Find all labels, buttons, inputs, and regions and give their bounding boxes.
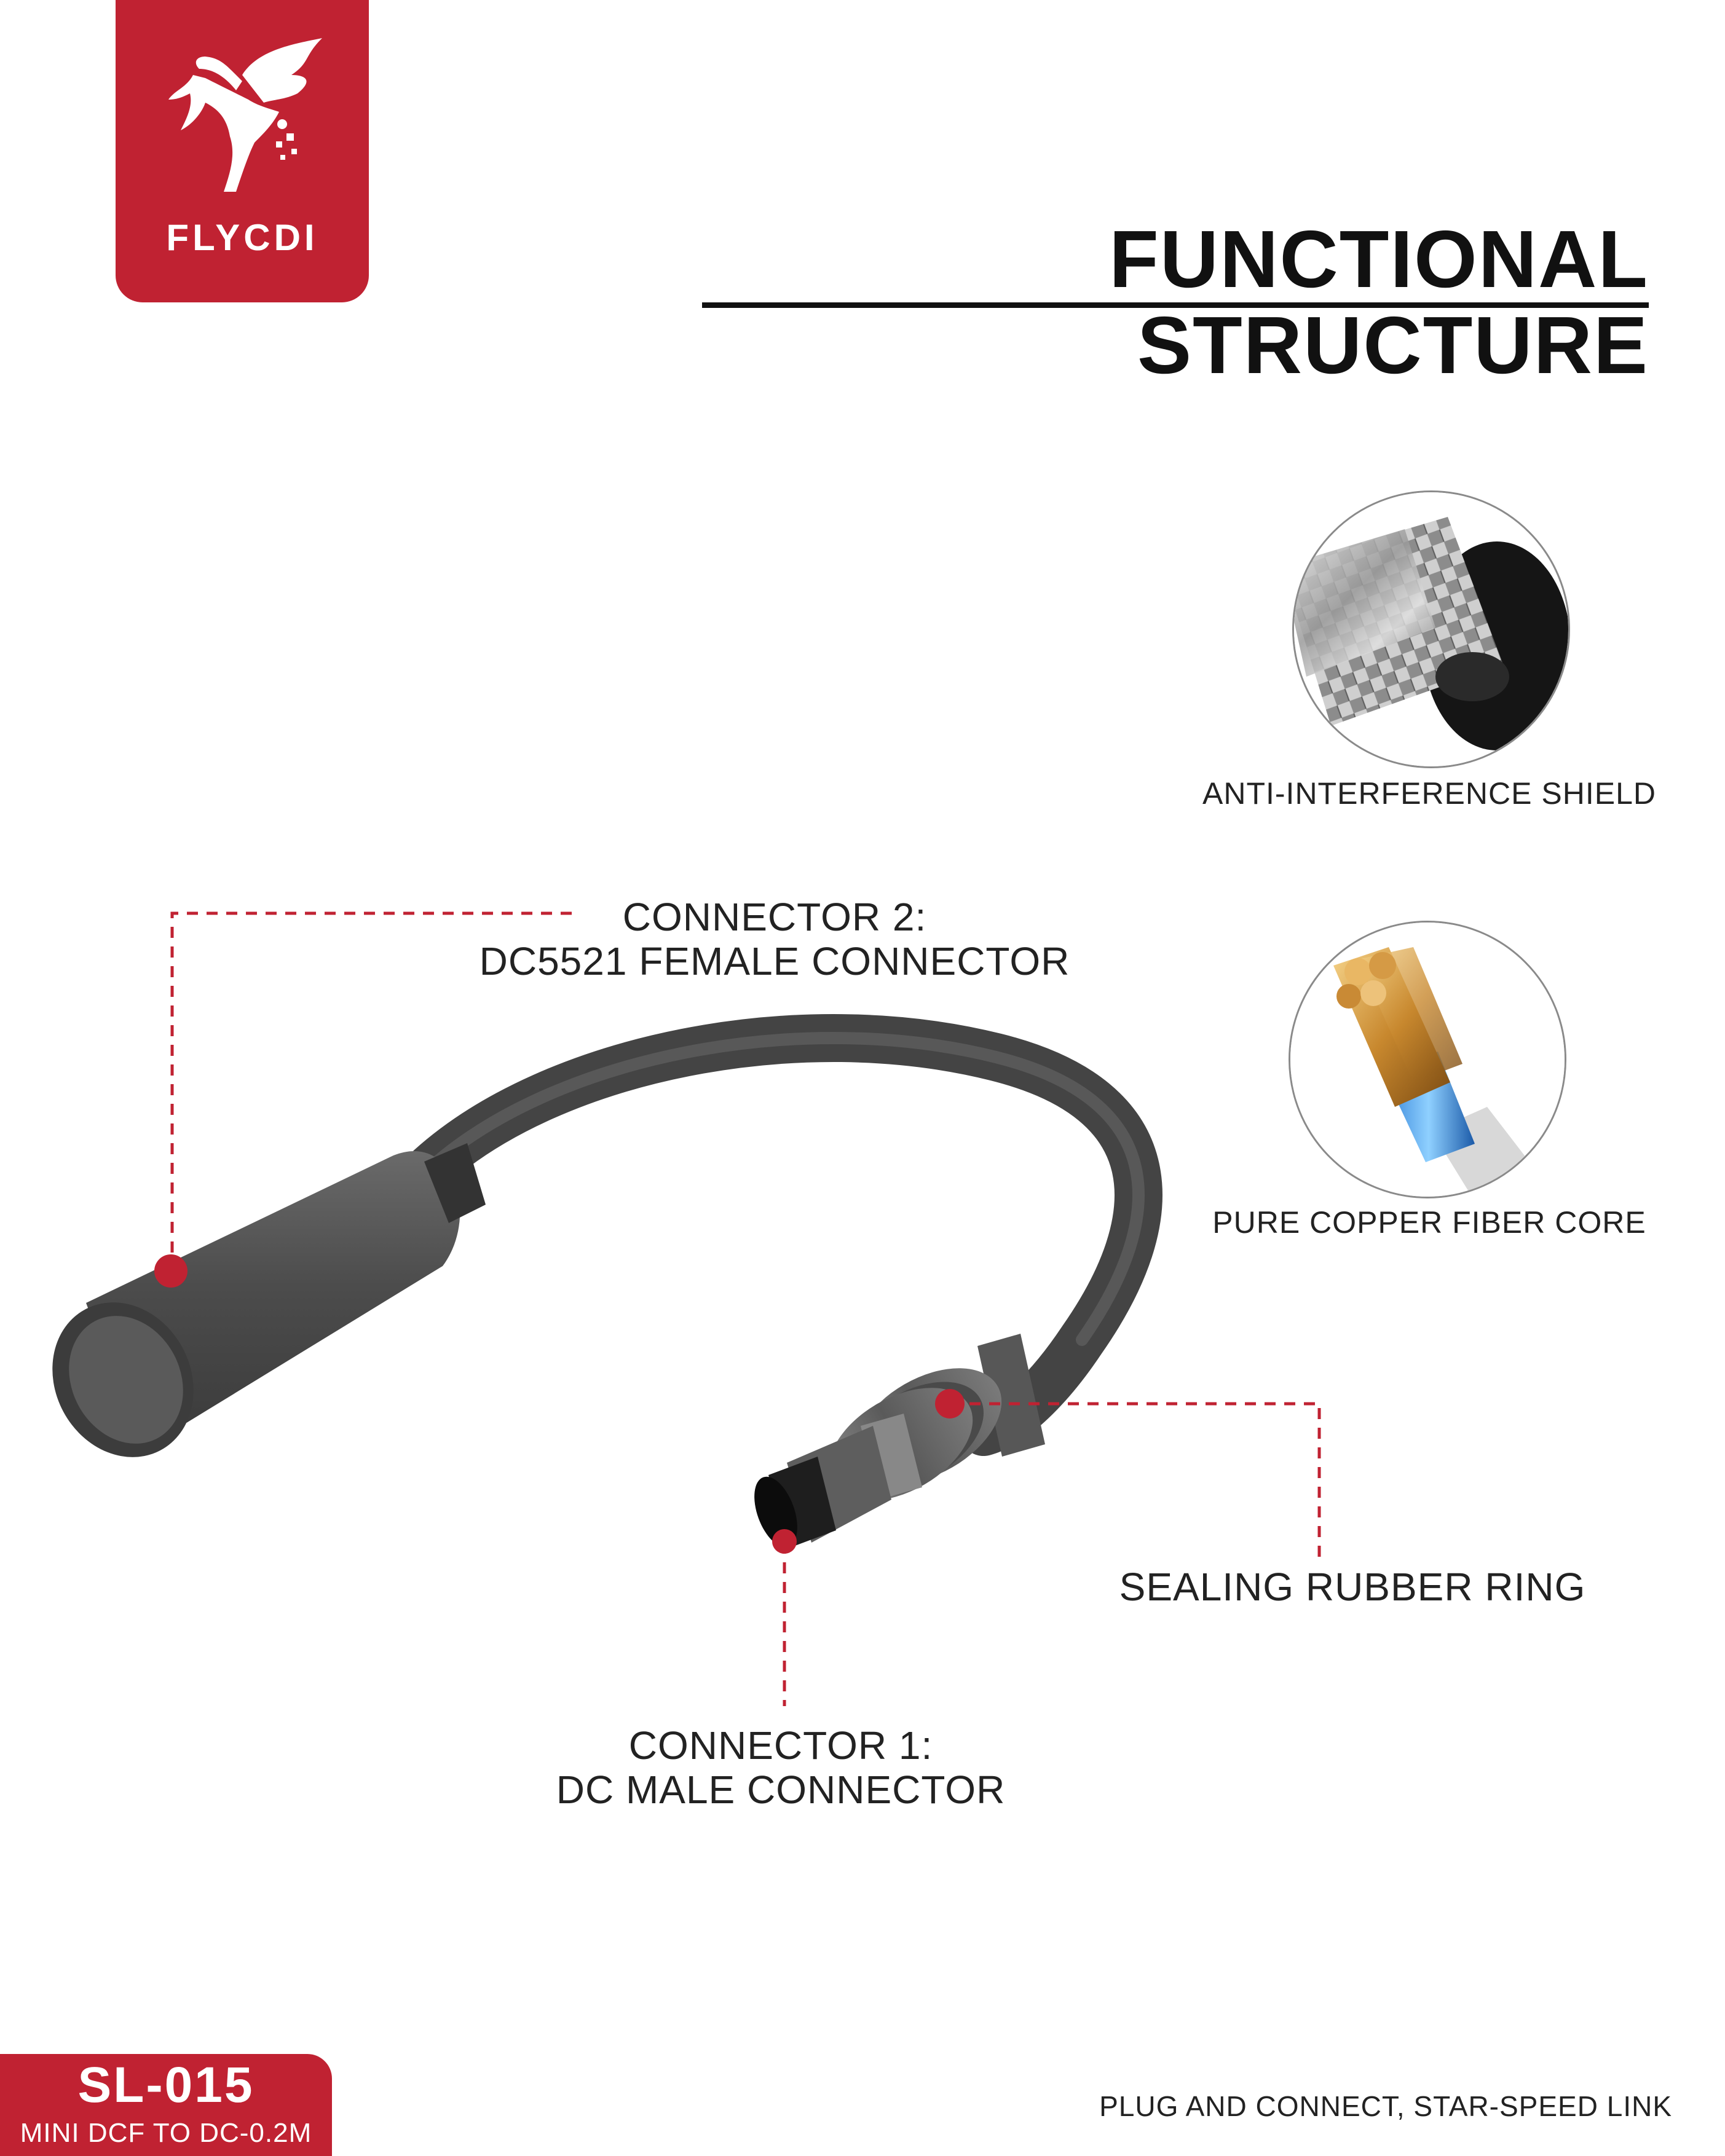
page-title: FUNCTIONAL STRUCTURE (1109, 214, 1649, 390)
brand-logo: FLYCDI (116, 0, 369, 302)
title-underline (702, 302, 1649, 308)
callout-connector1-line2: DC MALE CONNECTOR (556, 1768, 1006, 1812)
callout-lines (170, 911, 1321, 1706)
callout-connector2-line1: CONNECTOR 2: (622, 895, 927, 939)
callout-connector2: CONNECTOR 2: DC5521 FEMALE CONNECTOR (393, 895, 1156, 983)
female-connector (52, 1143, 486, 1457)
shield-feature-image (1292, 490, 1570, 768)
callout-sealing-line1: SEALING RUBBER RING (1119, 1565, 1586, 1609)
copper-core-icon (1290, 923, 1565, 1197)
pegasus-icon (168, 38, 322, 192)
copper-feature-image (1289, 921, 1566, 1198)
male-connector (754, 1334, 1045, 1549)
model-description: MINI DCF TO DC-0.2M (20, 2118, 312, 2148)
callout-connector1: CONNECTOR 1: DC MALE CONNECTOR (430, 1723, 1131, 1812)
slogan: PLUG AND CONNECT, STAR-SPEED LINK (1099, 2090, 1672, 2122)
callout-sealing: SEALING RUBBER RING (1094, 1565, 1611, 1609)
model-badge: SL-015 MINI DCF TO DC-0.2M (0, 2054, 332, 2156)
braided-shield-icon (1294, 492, 1568, 766)
model-code: SL-015 (77, 2057, 255, 2113)
callout-dots (154, 1254, 965, 1554)
feature-label-shield: ANTI-INTERFERENCE SHIELD (1202, 776, 1656, 811)
brand-name: FLYCDI (166, 217, 318, 258)
callout-connector2-line2: DC5521 FEMALE CONNECTOR (479, 939, 1070, 983)
feature-label-copper: PURE COPPER FIBER CORE (1212, 1205, 1646, 1240)
callout-connector1-line1: CONNECTOR 1: (628, 1723, 933, 1768)
